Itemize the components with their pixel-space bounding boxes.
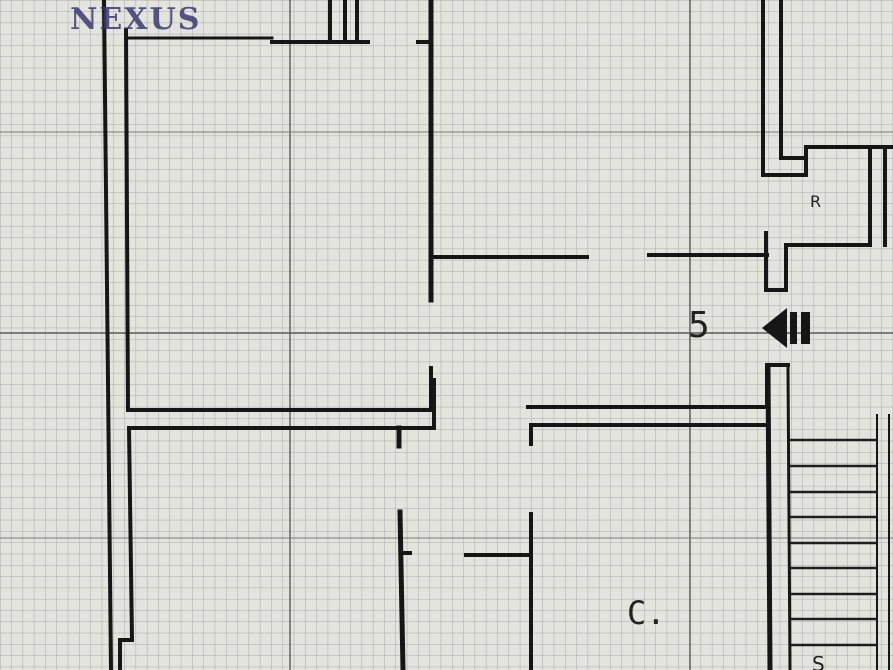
mid-wall-left: [126, 366, 436, 430]
right-top-wall: [761, 0, 893, 177]
left-wall-outer: [101, 0, 114, 670]
top-door-frame: [270, 0, 370, 44]
stair-treads: [790, 438, 877, 647]
room-r-walls: [764, 148, 887, 292]
left-wall-lower: [118, 425, 135, 670]
right-wall-b: [786, 366, 792, 670]
direction-arrow-icon: [762, 308, 810, 348]
stair-number: 5: [688, 305, 710, 346]
room-label-r: R: [810, 192, 822, 211]
room-label-c: C.: [627, 594, 666, 632]
bottom-partial-label: S: [812, 652, 825, 670]
nexus-logo: NEXUS: [70, 2, 202, 37]
left-wall-inner: [123, 27, 131, 413]
right-wall-a: [765, 365, 773, 670]
walls: [101, 0, 893, 670]
lower-wall-left: [397, 509, 406, 670]
